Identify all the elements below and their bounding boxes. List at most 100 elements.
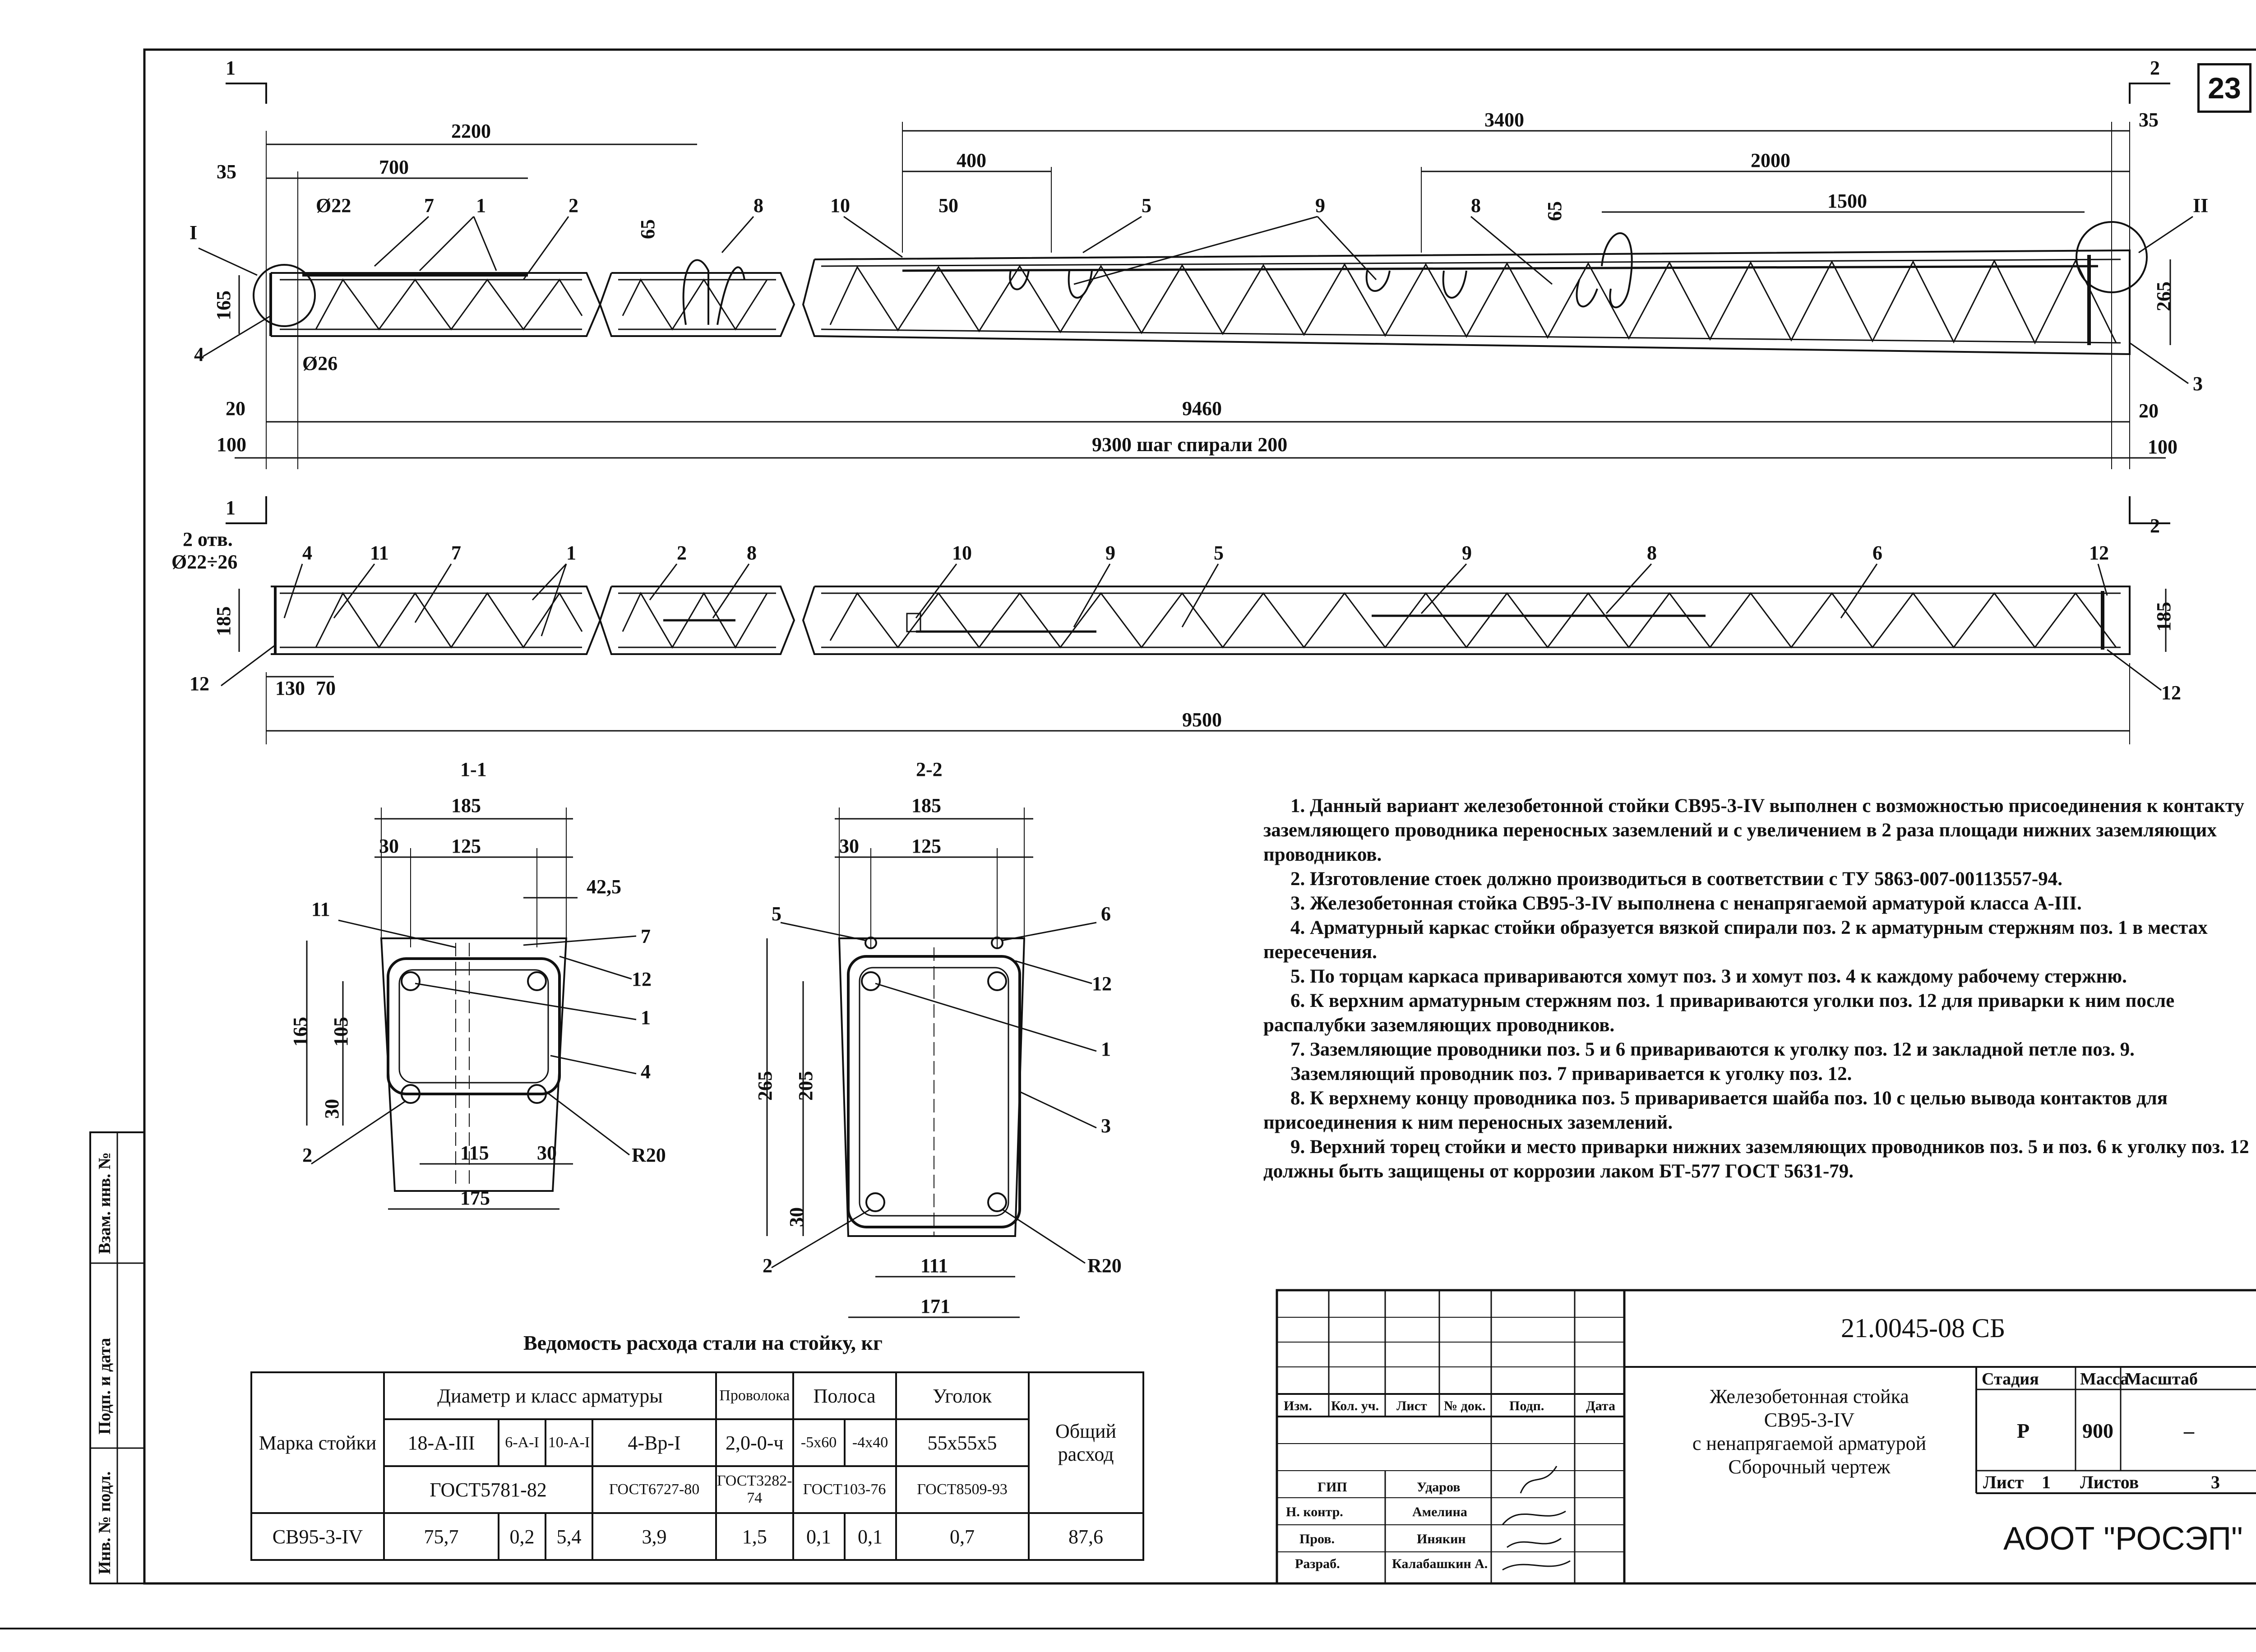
- svg-text:2 отв.: 2 отв.: [183, 528, 233, 550]
- svg-text:5: 5: [772, 903, 781, 925]
- gost-3282: ГОСТ3282-74: [715, 1465, 794, 1514]
- detail-circle-I: [253, 264, 316, 327]
- svg-text:R20: R20: [632, 1144, 666, 1166]
- svg-text:4: 4: [302, 542, 312, 564]
- stamp-sign: Подп. и дата: [95, 1338, 114, 1435]
- section-2-2: [766, 808, 1033, 1318]
- svg-text:8: 8: [754, 194, 763, 217]
- svg-text:2: 2: [2150, 515, 2160, 537]
- svg-text:9500: 9500: [1182, 709, 1222, 731]
- steel-table: Марка стойки Диаметр и класс арматуры Пр…: [250, 1371, 1144, 1561]
- svg-text:I: I: [190, 221, 197, 244]
- sheets-value: 3: [2211, 1472, 2220, 1492]
- svg-text:Ø22: Ø22: [316, 194, 351, 217]
- svg-text:3: 3: [2193, 373, 2203, 395]
- svg-text:130: 130: [275, 677, 305, 699]
- svg-text:171: 171: [920, 1295, 950, 1317]
- cell-wire: 1,5: [715, 1512, 794, 1561]
- sheet-frame: [143, 48, 2256, 1585]
- svg-text:11: 11: [370, 542, 389, 564]
- svg-text:9460: 9460: [1182, 397, 1222, 420]
- svg-text:205: 205: [795, 1071, 817, 1101]
- elevation-top: [226, 83, 2171, 524]
- svg-text:9: 9: [1315, 194, 1325, 217]
- note-9: 9. Верхний торец стойки и место приварки…: [1263, 1136, 2249, 1182]
- sub-angle: 55х55х5: [895, 1418, 1030, 1467]
- svg-text:8: 8: [747, 542, 757, 564]
- svg-text:111: 111: [920, 1255, 948, 1277]
- svg-text:12: 12: [2089, 542, 2109, 564]
- svg-text:175: 175: [460, 1187, 490, 1209]
- svg-text:II: II: [2193, 194, 2208, 217]
- svg-text:2000: 2000: [1751, 149, 1790, 171]
- svg-text:185: 185: [2153, 602, 2175, 632]
- gost-5781: ГОСТ5781-82: [383, 1465, 593, 1514]
- stamp-inv: Инв. № подл.: [95, 1471, 114, 1574]
- svg-text:42,5: 42,5: [587, 876, 621, 898]
- svg-text:10: 10: [830, 194, 850, 217]
- svg-text:12: 12: [2161, 682, 2181, 704]
- col-list: Лист: [1396, 1398, 1427, 1413]
- mass-value: 900: [2082, 1419, 2113, 1442]
- section-1-1-text: 1-1 185 30 125 42,5 11 7 12 1 4 165 105 …: [289, 758, 666, 1209]
- col-doc: № док.: [1444, 1398, 1486, 1413]
- col-kol: Кол. уч.: [1331, 1398, 1379, 1413]
- svg-text:70: 70: [316, 677, 336, 699]
- th-strip: Полоса: [792, 1371, 897, 1420]
- svg-text:185: 185: [213, 606, 235, 636]
- svg-text:30: 30: [537, 1142, 557, 1164]
- sheet-number: 23: [2197, 63, 2251, 113]
- role-norm: Н. контр.: [1286, 1504, 1343, 1519]
- svg-text:20: 20: [226, 397, 245, 420]
- cell-total: 87,6: [1027, 1512, 1144, 1561]
- svg-text:20: 20: [2139, 400, 2159, 422]
- notes: 1. Данный вариант железобетонной стойки …: [1263, 794, 2256, 1184]
- col-date: Дата: [1586, 1398, 1615, 1413]
- svg-text:8: 8: [1471, 194, 1481, 217]
- svg-text:2: 2: [763, 1255, 772, 1277]
- role-check: Пров.: [1299, 1532, 1335, 1546]
- svg-text:700: 700: [379, 156, 409, 178]
- doc-number: 21.0045-08 СБ: [1841, 1313, 2006, 1343]
- svg-text:1-1: 1-1: [460, 758, 487, 780]
- svg-text:5: 5: [1214, 542, 1224, 564]
- gost-8509: ГОСТ8509-93: [895, 1465, 1030, 1514]
- svg-text:10: 10: [952, 542, 972, 564]
- svg-text:7: 7: [451, 542, 461, 564]
- svg-text:265: 265: [754, 1071, 776, 1101]
- stage-head: Стадия: [1982, 1370, 2039, 1389]
- svg-text:125: 125: [451, 835, 481, 857]
- th-mark: Марка стойки: [250, 1371, 385, 1514]
- svg-text:3400: 3400: [1484, 109, 1524, 131]
- svg-text:1: 1: [1101, 1038, 1111, 1060]
- svg-text:165: 165: [289, 1017, 311, 1047]
- svg-text:30: 30: [379, 835, 399, 857]
- cell-angle: 0,7: [895, 1512, 1030, 1561]
- svg-text:2: 2: [569, 194, 578, 217]
- th-angle: Уголок: [895, 1371, 1030, 1420]
- cell-6: 0,2: [498, 1512, 546, 1561]
- svg-text:1: 1: [566, 542, 576, 564]
- svg-text:Ø26: Ø26: [302, 352, 337, 374]
- cell-40: 0,1: [843, 1512, 897, 1561]
- svg-text:100: 100: [217, 434, 246, 456]
- note-2: 2. Изготовление стоек должно производить…: [1290, 868, 2062, 890]
- svg-text:265: 265: [2153, 281, 2175, 311]
- section-1-1: [306, 808, 578, 1210]
- svg-text:9300 шаг спирали 200: 9300 шаг спирали 200: [1092, 434, 1287, 456]
- col-sign: Подп.: [1509, 1398, 1544, 1413]
- svg-text:9: 9: [1462, 542, 1472, 564]
- svg-text:1500: 1500: [1827, 190, 1867, 212]
- name-gip: Ударов: [1417, 1480, 1461, 1495]
- svg-text:7: 7: [424, 194, 434, 217]
- svg-text:4: 4: [194, 343, 204, 365]
- svg-text:6: 6: [1872, 542, 1882, 564]
- name-check: Инякин: [1417, 1532, 1466, 1546]
- cell-4: 3,9: [592, 1512, 717, 1561]
- cell-60: 0,1: [792, 1512, 846, 1561]
- svg-text:100: 100: [2148, 436, 2177, 458]
- sub-18: 18-А-III: [383, 1418, 499, 1467]
- sub-60: -5х60: [792, 1418, 846, 1467]
- svg-text:30: 30: [786, 1207, 808, 1227]
